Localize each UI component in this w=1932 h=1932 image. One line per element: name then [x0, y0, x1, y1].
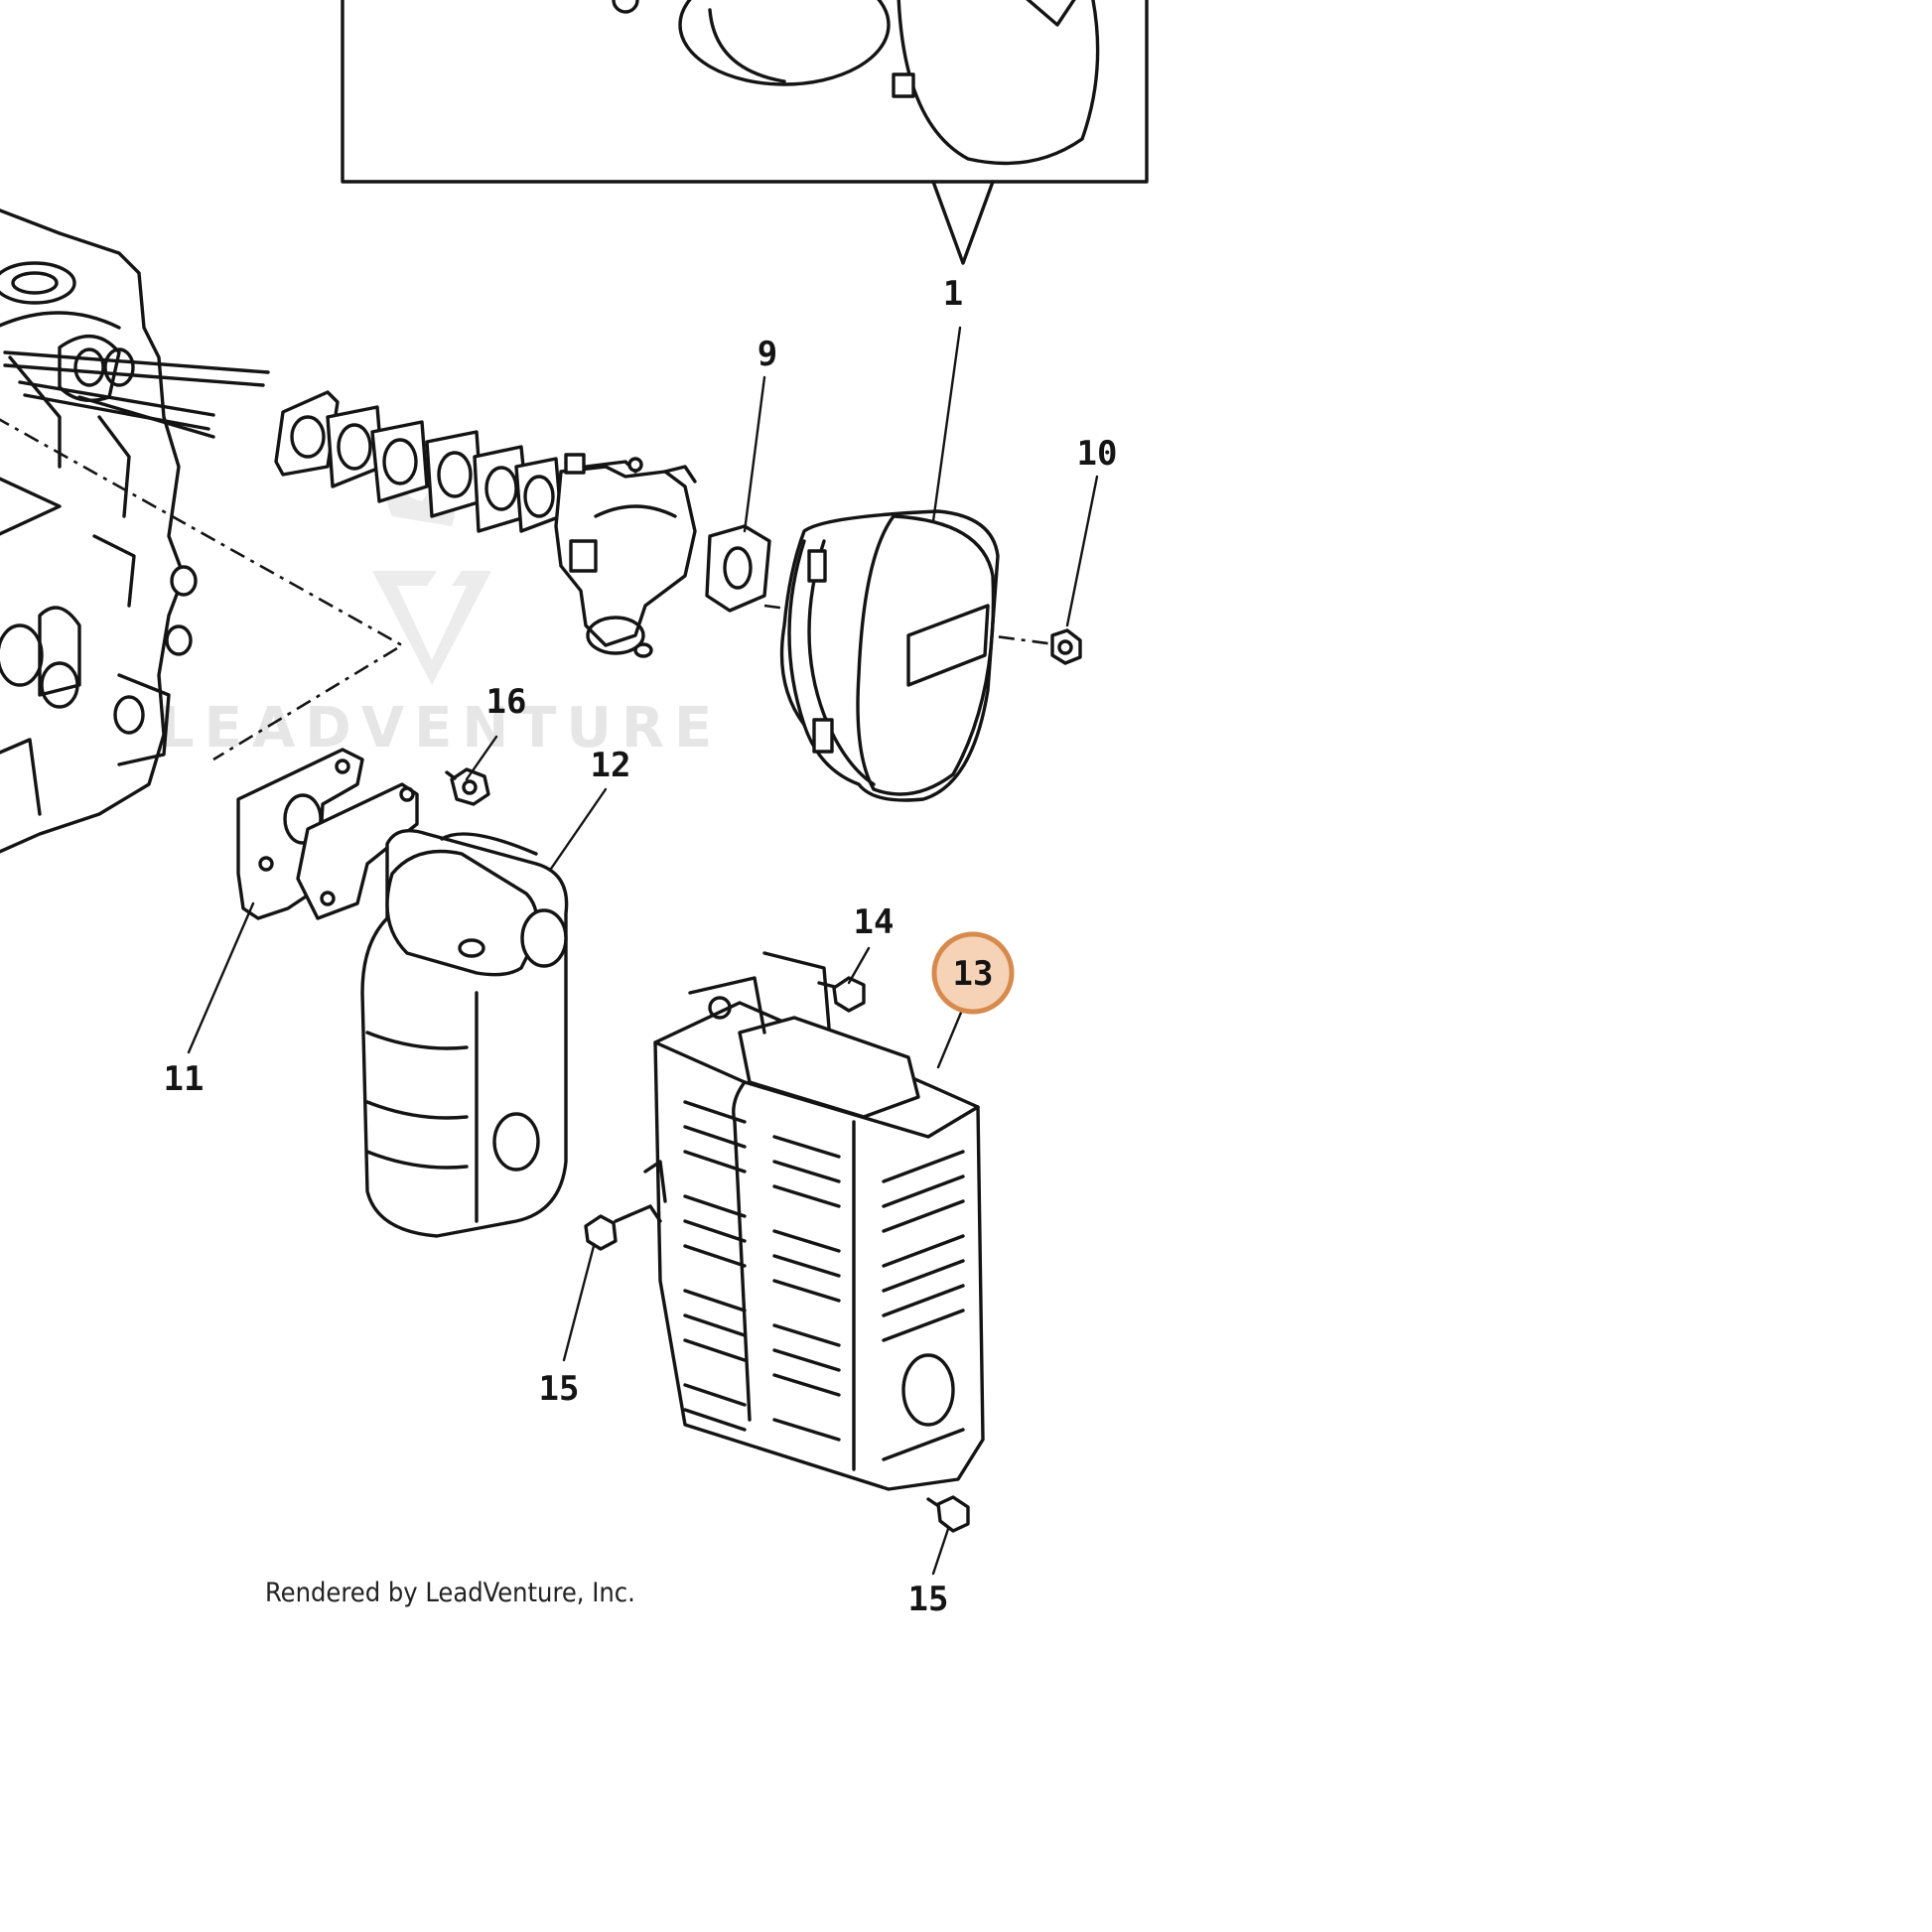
callout-label-highlighted[interactable]: 13 [953, 954, 994, 994]
nut-10 [1050, 628, 1082, 665]
callouts: 1 9 10 16 12 14 13 11 15 15 [164, 274, 1118, 1619]
callout-label[interactable]: 9 [758, 335, 777, 374]
callout-label[interactable]: 10 [1077, 434, 1118, 474]
callout-label[interactable]: 11 [164, 1059, 205, 1099]
inset-detail-box [341, 0, 1149, 265]
muffler [296, 782, 569, 1238]
guard-vent-slots [683, 1100, 965, 1461]
callout-label[interactable]: 16 [486, 682, 527, 722]
highlighted-callout[interactable]: 13 [931, 931, 1015, 1015]
callout-label[interactable]: 1 [943, 274, 963, 314]
nut-16 [445, 767, 490, 806]
watermark-text: LEADVENTURE [159, 696, 722, 760]
screw-15-bottom [926, 1495, 970, 1533]
gasket-9 [705, 524, 771, 613]
callout-label[interactable]: 15 [539, 1369, 580, 1409]
callout-label[interactable]: 15 [908, 1580, 949, 1619]
watermark: LEADVENTURE [159, 452, 722, 760]
mounting-studs [3, 350, 270, 439]
air-cleaner [779, 509, 1000, 802]
screw-15-left [584, 1204, 652, 1251]
credit-text: Rendered by LeadVenture, Inc. [265, 1578, 635, 1608]
leader-lines [187, 326, 1099, 1576]
callout-label[interactable]: 14 [854, 902, 895, 942]
callout-label[interactable]: 12 [591, 746, 631, 785]
muffler-guard [643, 951, 985, 1491]
carburetor [554, 453, 697, 658]
intake-gaskets [274, 390, 563, 533]
screw-14 [817, 976, 866, 1013]
